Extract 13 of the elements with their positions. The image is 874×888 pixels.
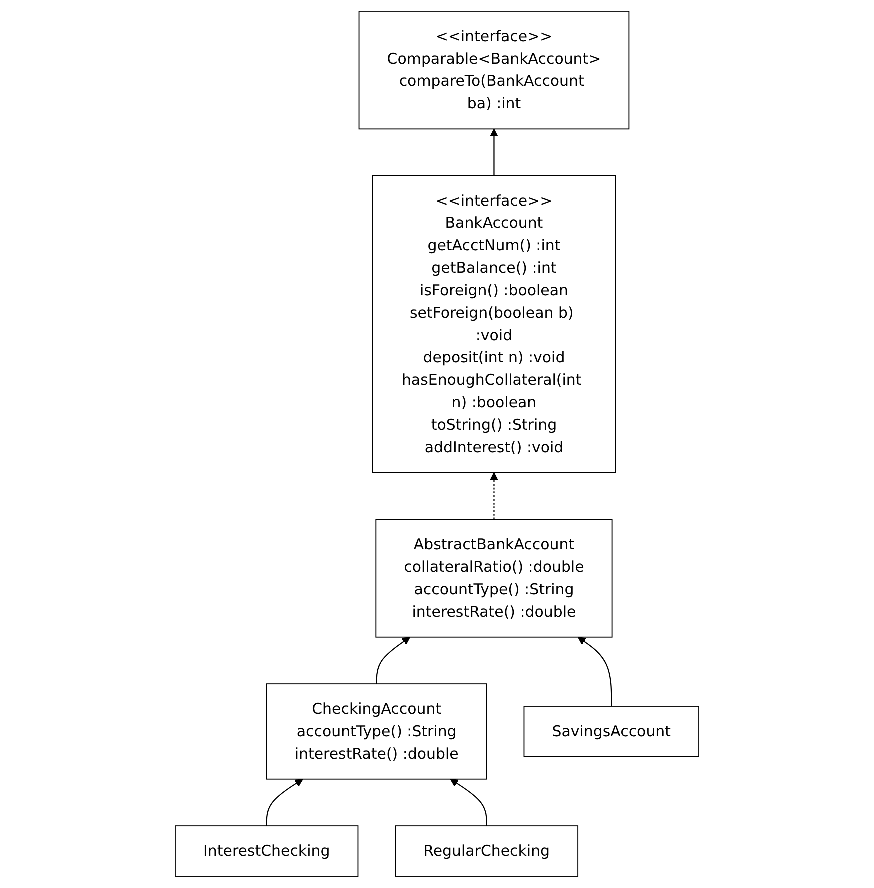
node-box: [524, 706, 700, 758]
arrow: [490, 472, 498, 520]
arrow: [266, 778, 304, 826]
node-box: [266, 684, 488, 780]
node-box: [358, 11, 630, 130]
node-box: [375, 519, 613, 638]
node-box: [372, 175, 616, 474]
arrow: [450, 778, 488, 826]
arrow: [578, 637, 612, 706]
node-box: [174, 826, 358, 877]
arrow: [376, 637, 410, 684]
arrow: [490, 128, 498, 176]
node-box: [394, 826, 578, 877]
